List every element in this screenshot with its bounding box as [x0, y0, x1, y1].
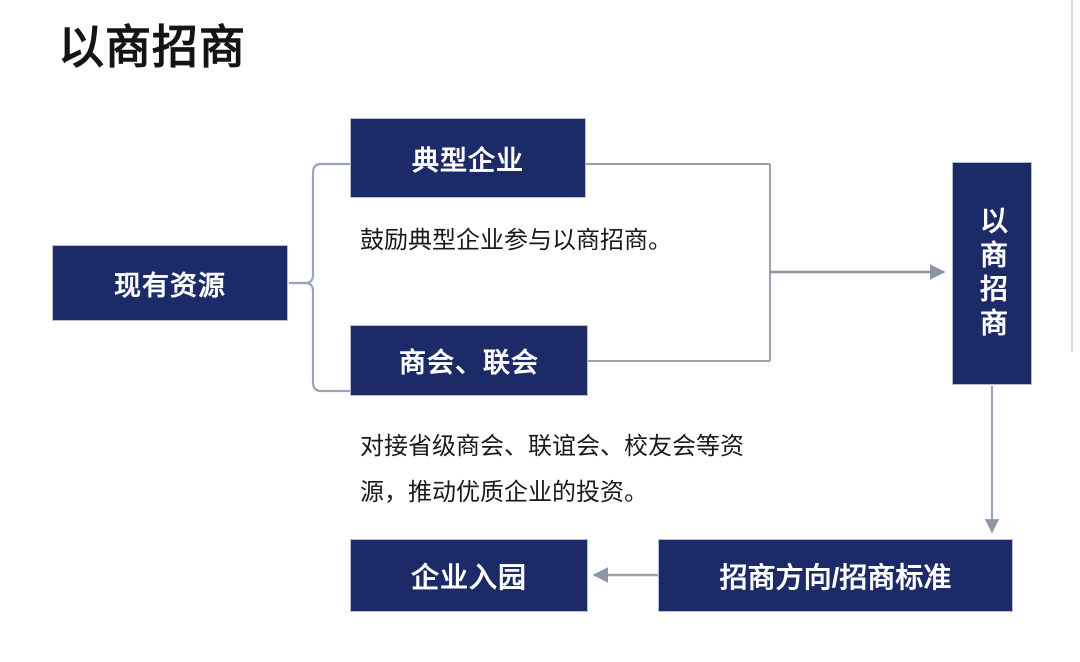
node-direction-standard[interactable]: 招商方向/招商标准 — [658, 539, 1013, 612]
page-title: 以商招商 — [58, 21, 246, 73]
node-enterprise-entry[interactable]: 企业入园 — [350, 539, 588, 612]
bracket-existing-to-branches — [289, 162, 350, 393]
description-chamber-union: 对接省级商会、联谊会、校友会等资 源，推动优质企业的投资。 — [360, 433, 744, 506]
node-chamber-union[interactable]: 商会、联会 — [350, 325, 588, 396]
page-edge-rule — [1071, 0, 1073, 352]
node-typical-enterprise[interactable]: 典型企业 — [350, 118, 586, 198]
description-typical-enterprise: 鼓励典型企业参与以商招商。 — [360, 227, 672, 254]
node-existing-resources[interactable]: 现有资源 — [52, 245, 288, 321]
node-merchant-invite[interactable]: 以商招商 — [952, 162, 1032, 385]
